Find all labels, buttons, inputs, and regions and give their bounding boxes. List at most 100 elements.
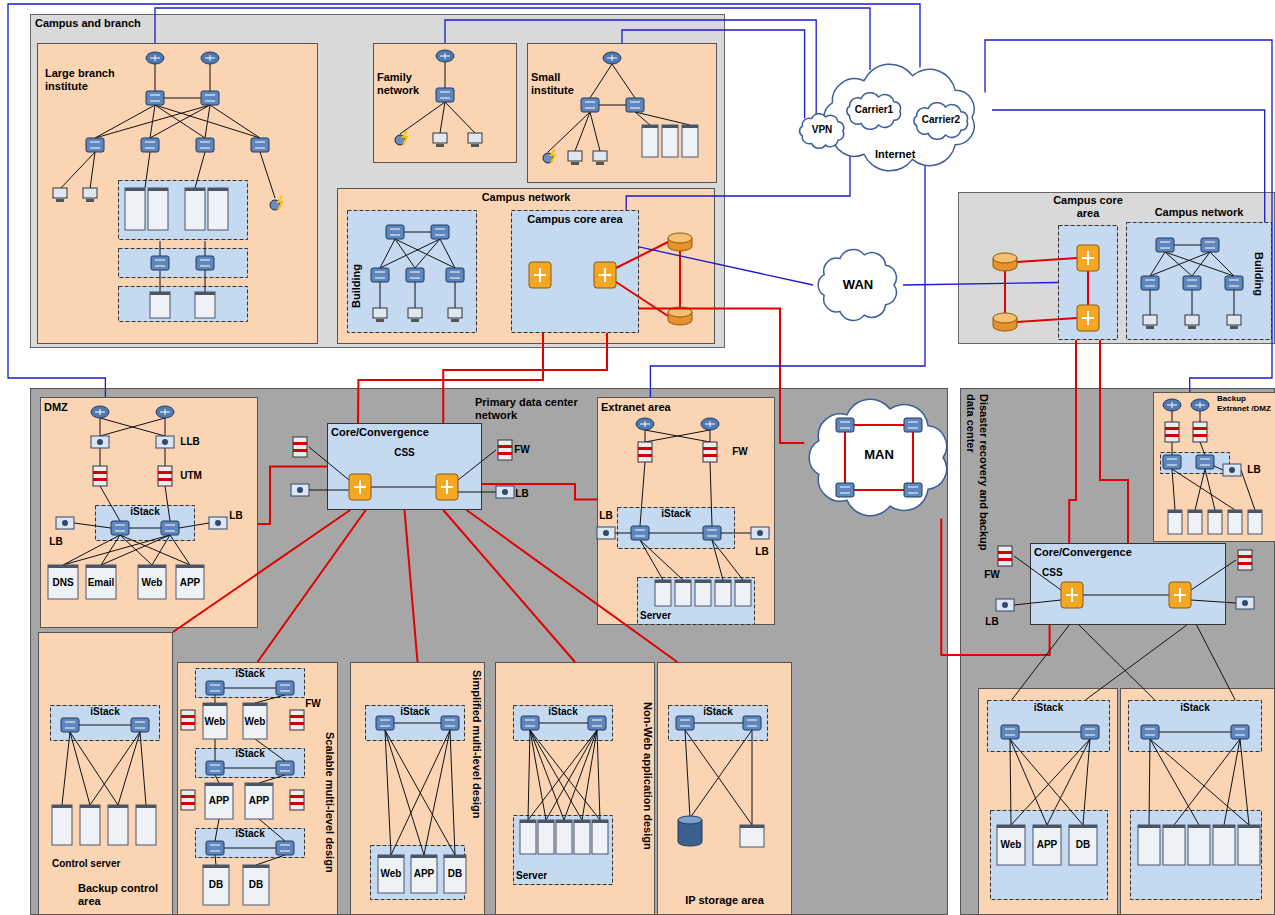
server-icon [203, 703, 227, 739]
link-line [903, 283, 1058, 286]
firewall-icon [293, 437, 307, 457]
switch-icon [521, 716, 539, 730]
zone-box: iStackIP storage area [657, 662, 792, 915]
server-icon [48, 565, 78, 599]
cloud: WAN [808, 240, 908, 330]
dashed-group: Campus networkBuilding [1126, 222, 1272, 340]
device-label: LB [599, 510, 612, 522]
dashed-group: iStack [1128, 700, 1262, 752]
firewall-icon [703, 442, 717, 462]
storage-icon [678, 816, 702, 846]
node-text: Core/Convergence [331, 426, 429, 439]
cable-line [415, 239, 440, 268]
load-balancer-icon [1236, 597, 1254, 609]
node-text: IP storage area [657, 894, 792, 907]
cable-line [118, 732, 140, 805]
region-fill [338, 189, 715, 344]
node-text: DMZ [44, 401, 68, 414]
cable-line [100, 418, 165, 436]
cable-line [1150, 739, 1249, 825]
region-fill [366, 706, 465, 741]
core-switch-icon [1077, 305, 1099, 331]
device-label: LB [229, 510, 242, 522]
node-text: Building [350, 264, 363, 308]
node-text: Family network [377, 71, 429, 97]
cable-line [100, 448, 101, 466]
cable-line [215, 739, 216, 761]
cable-line [612, 64, 635, 98]
switch-icon [161, 521, 179, 535]
link-line [173, 510, 350, 632]
link-line [1085, 625, 1186, 700]
cable-line [710, 462, 712, 526]
device-label: UTM [180, 470, 202, 482]
link-line [467, 510, 678, 662]
cable-line [195, 152, 205, 188]
cable-line [528, 730, 597, 820]
router-icon [201, 52, 219, 64]
cable-line [385, 730, 455, 855]
node-text: Simplified multi-level design [470, 670, 483, 819]
device-label: APP [209, 795, 230, 807]
link-line [1079, 625, 1155, 700]
firewall-icon [638, 442, 652, 462]
node-text: CSS [327, 447, 482, 459]
load-balancer-icon [751, 527, 769, 539]
firewall-icon [1193, 422, 1207, 442]
egress-router-icon [668, 233, 692, 251]
switch-icon [836, 418, 854, 432]
cable-line [645, 430, 710, 442]
server-icon [520, 820, 536, 854]
cable-line [1017, 258, 1077, 262]
load-balancer-icon [996, 599, 1014, 611]
cable-line [100, 418, 165, 436]
device-label: DB [249, 879, 263, 891]
cable-line [1150, 739, 1199, 825]
cable-line [380, 239, 395, 268]
server-icon [740, 825, 764, 847]
switch-icon [1231, 725, 1249, 739]
cable-line [445, 62, 446, 88]
cable-line [215, 775, 219, 783]
cable-line [424, 730, 450, 855]
cable-line [95, 105, 155, 138]
cable-line [385, 730, 391, 855]
server-icon [1228, 510, 1242, 534]
router-icon [701, 418, 719, 430]
link-line [445, 20, 816, 116]
core-switch-icon [436, 474, 458, 500]
dashed-group: iStack [50, 705, 160, 741]
switch-icon [446, 268, 464, 282]
region-fill [51, 706, 160, 741]
node-text: Campus network [337, 191, 715, 204]
region-fill [119, 181, 248, 240]
server-icon [150, 292, 170, 318]
server-icon [1163, 825, 1185, 865]
cloud: MAN [790, 385, 968, 530]
node-text: Control server [52, 858, 120, 870]
cable-line [1083, 595, 1169, 596]
switch-icon [196, 256, 214, 270]
cable-line [455, 282, 456, 308]
cable-line [590, 64, 612, 98]
device-label: DB [1076, 839, 1090, 851]
switch-icon [276, 841, 294, 855]
core-switch-icon [1061, 582, 1083, 608]
cable-line [1192, 290, 1193, 315]
node-text: Non-Web application design [641, 702, 654, 850]
egress-router-icon [993, 253, 1017, 271]
zone-box: iStackControl serverBackup control area [38, 632, 173, 915]
region-box: Large branch instituteFamily networkSmal… [30, 14, 725, 348]
switch-icon [131, 718, 149, 732]
terminal-icon [568, 151, 582, 165]
switch-icon [111, 521, 129, 535]
server-icon [1213, 825, 1235, 865]
zone-box: Small institute [527, 43, 717, 183]
link-line [941, 518, 1049, 655]
link-line [155, 8, 870, 70]
router-icon [436, 50, 454, 62]
cable-line [1174, 739, 1240, 825]
device-label: FW [514, 444, 530, 456]
server-icon [195, 292, 215, 318]
cable-line [1174, 245, 1201, 246]
